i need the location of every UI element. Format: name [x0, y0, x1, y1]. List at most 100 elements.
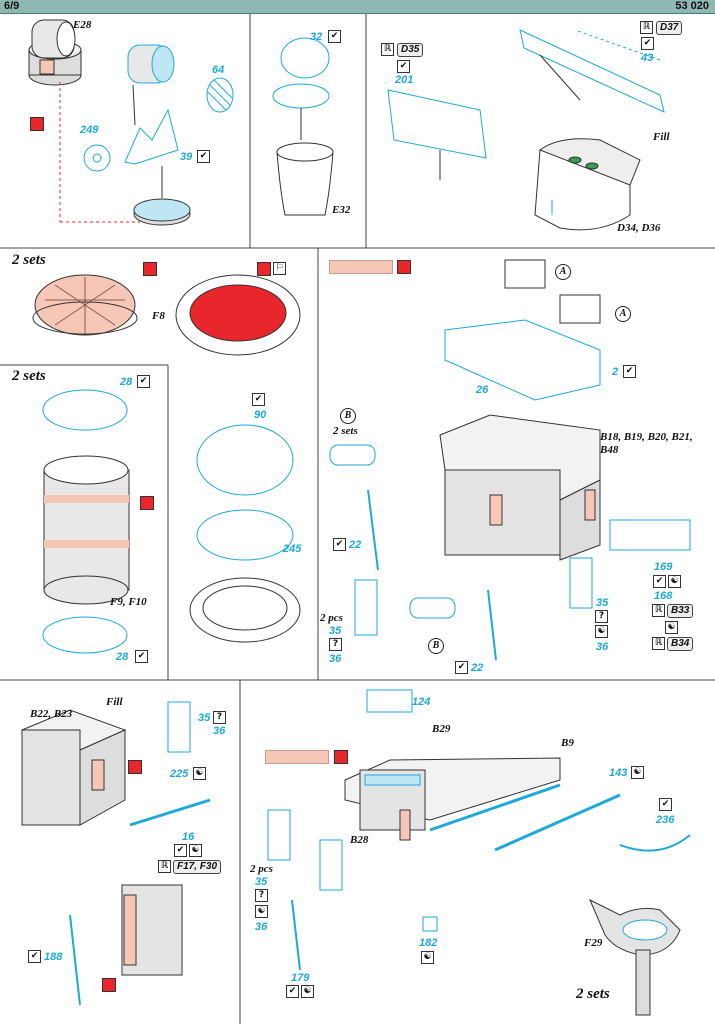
check-icon: ✔: [174, 844, 187, 857]
code-b33: B33: [667, 604, 694, 618]
check-icon: ✔: [659, 798, 672, 811]
marker-a: A: [555, 264, 571, 280]
info-icon: ℝ: [652, 637, 665, 650]
paint-red-flag-icon: [140, 496, 154, 510]
num-90: 90: [254, 409, 267, 421]
yin-yang-icon: ☯: [193, 767, 206, 780]
check-icon: ✔: [653, 575, 666, 588]
num-28b: 28: [116, 651, 129, 663]
num-43: 43: [641, 52, 654, 64]
num-36: 36: [213, 725, 226, 737]
check-icon: ✔: [252, 393, 265, 406]
part-f8: F8: [152, 310, 165, 322]
info-icon: ℝ: [652, 604, 665, 617]
part-b28: B28: [350, 834, 369, 846]
sets-label: 2 sets: [12, 368, 46, 384]
parts-b18: B18, B19, B20, B21, B48: [600, 431, 693, 456]
paint-red-flag-icon: [128, 760, 142, 774]
pcs-label: 2 pcs: [250, 863, 273, 875]
bridge-b29: [267, 689, 691, 1016]
info-icon: ℝ: [158, 860, 171, 873]
num-35: 35: [329, 625, 342, 637]
num-28: 28: [120, 376, 133, 388]
railing-group: [387, 29, 665, 180]
check-icon: ✔: [135, 650, 148, 663]
yin-yang-icon: ☯: [255, 905, 268, 918]
sets-label: 2 sets: [576, 986, 610, 1002]
yin-yang-icon: ☯: [665, 621, 678, 634]
check-icon: ✔: [641, 37, 654, 50]
code-d37: D37: [656, 21, 683, 35]
check-icon: ✔: [333, 538, 346, 551]
num-201: 201: [395, 74, 414, 86]
cabin-b22: [20, 701, 211, 1006]
num-26: 26: [476, 384, 489, 396]
parts-d34-d36: D34, D36: [617, 222, 661, 234]
info-icon: ℝ: [640, 21, 653, 34]
num-182: 182: [419, 937, 438, 949]
num-245: 245: [283, 543, 302, 555]
paint-red-flag-icon: [102, 978, 116, 992]
header-bar: 6/9 53 020: [0, 0, 715, 14]
tower-f9: [42, 389, 301, 654]
paint-flag-icon: ⚐: [273, 262, 286, 275]
bucket-group: [272, 37, 334, 216]
deckhouse-b18: [329, 259, 691, 661]
fill-label: Fill: [106, 696, 123, 708]
num-225: 225: [170, 768, 189, 780]
num-16: 16: [182, 831, 195, 843]
check-icon: ✔: [623, 365, 636, 378]
num-36: 36: [255, 921, 268, 933]
num-143: 143: [609, 767, 628, 779]
check-icon: ✔: [137, 375, 150, 388]
check-icon: ✔: [197, 150, 210, 163]
num-35: 35: [198, 712, 211, 724]
page-number: 6/9: [4, 0, 20, 12]
part-b29: B29: [432, 723, 451, 735]
part-b9: B9: [561, 737, 574, 749]
num-168: 168: [654, 590, 673, 602]
num-236: 236: [656, 814, 675, 826]
yin-yang-icon: ☯: [301, 985, 314, 998]
sets-label: 2 sets: [12, 252, 46, 268]
num-22b: 22: [471, 662, 484, 674]
num-169: 169: [654, 561, 673, 573]
paint-red-flag-icon: [397, 260, 411, 274]
b-sets-label: 2 sets: [333, 425, 358, 437]
num-36b: 36: [596, 641, 609, 653]
paint-red-flag-icon: [30, 117, 44, 131]
check-icon: ✔: [397, 60, 410, 73]
parts-b22-b23: B22, B23: [30, 708, 73, 720]
yin-yang-icon: ☯: [668, 575, 681, 588]
num-64: 64: [212, 64, 225, 76]
num-124: 124: [412, 696, 431, 708]
code-b34: B34: [667, 637, 694, 651]
yin-yang-icon: ☯: [631, 766, 644, 779]
marker-b: B: [428, 638, 444, 654]
paint-red-flag-icon: [257, 262, 271, 276]
yin-yang-icon: ☯: [595, 625, 608, 638]
code-f17-f30: F17, F30: [173, 860, 222, 874]
part-f29: F29: [584, 937, 603, 949]
num-39: 39: [180, 151, 193, 163]
check-icon: ✔: [328, 30, 341, 43]
check-icon: ✔: [28, 950, 41, 963]
panel-borders: [0, 14, 715, 1024]
marker-a: A: [615, 306, 631, 322]
fill-label: Fill: [653, 131, 670, 143]
paint-red-flag-icon: [143, 262, 157, 276]
yin-yang-icon: ☯: [421, 951, 434, 964]
marker-b: B: [340, 408, 356, 424]
question-icon: ?: [329, 638, 342, 651]
num-36: 36: [329, 653, 342, 665]
flesh-color-swatch: [265, 750, 329, 764]
check-icon: ✔: [286, 985, 299, 998]
num-249: 249: [80, 124, 99, 136]
yin-yang-icon: ☯: [189, 844, 202, 857]
num-2: 2: [612, 366, 619, 378]
num-188: 188: [44, 951, 63, 963]
num-35: 35: [255, 876, 268, 888]
searchlight-group: [28, 19, 234, 226]
